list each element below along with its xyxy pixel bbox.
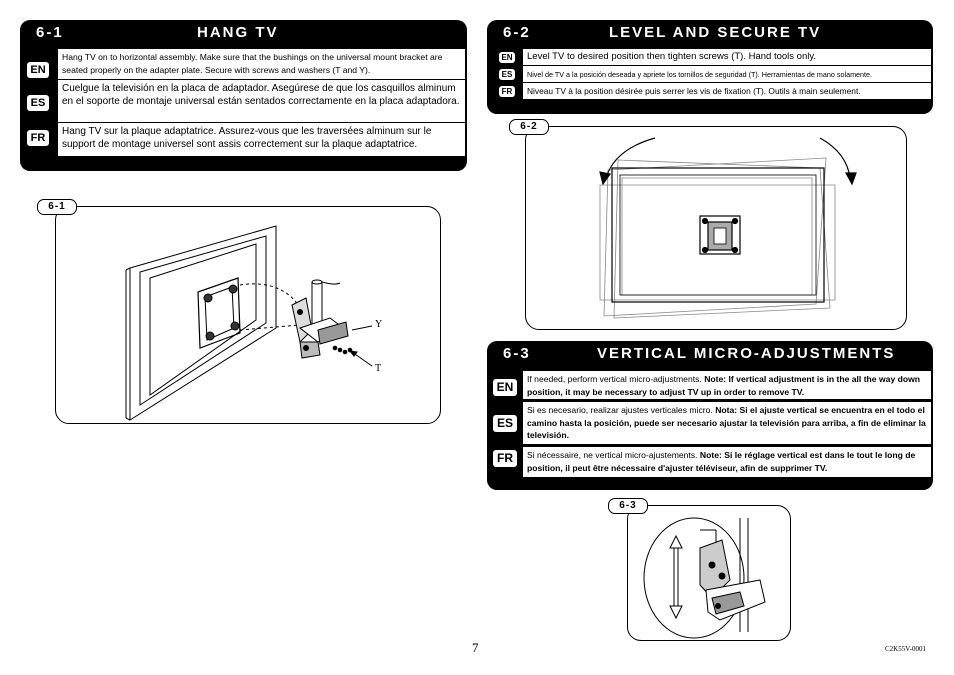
section-number: 6-3 (503, 345, 531, 362)
instruction-lead: If needed, perform vertical micro-adjust… (527, 374, 705, 384)
instruction-text-fr: Niveau TV à la position désirée puis ser… (527, 86, 861, 96)
instruction-row-en (523, 371, 931, 399)
section-6-2-header: 6-2 LEVEL AND SECURE TV (487, 20, 933, 46)
instruction-note: Note: Si le réglage vertical est dans le… (527, 450, 916, 473)
lang-badge-es: ES (499, 69, 515, 80)
lang-badge-es: ES (493, 415, 517, 432)
instruction-row-en (523, 49, 931, 65)
instruction-row-fr (523, 447, 931, 477)
instruction-text-en: If needed, perform vertical micro-adjust… (527, 373, 927, 398)
figure-6-3-frame (627, 505, 791, 641)
lang-badge-fr: FR (499, 86, 515, 97)
lang-badge-en: EN (499, 52, 515, 63)
instruction-row-en (58, 49, 465, 79)
document-code: C2K55V-0001 (885, 645, 926, 653)
instruction-lead: Si es necesario, realizar ajustes vertic… (527, 405, 716, 415)
section-6-2-panel: 6-2 LEVEL AND SECURE TV EN ES FR Level T… (487, 20, 933, 114)
section-6-1-header: 6-1 HANG TV (20, 20, 467, 46)
section-6-3-header: 6-3 VERTICAL MICRO-ADJUSTMENTS (487, 341, 933, 367)
instruction-text-es: Cuelgue la televisión en la placa de ada… (62, 83, 460, 107)
lang-badge-en: EN (27, 62, 49, 78)
instruction-text-es: Si es necesario, realizar ajustes vertic… (527, 404, 927, 442)
section-6-3-panel: 6-3 VERTICAL MICRO-ADJUSTMENTS EN ES FR … (487, 341, 933, 490)
figure-6-3-label: 6-3 (608, 498, 648, 514)
section-title: VERTICAL MICRO-ADJUSTMENTS (597, 345, 896, 362)
section-number: 6-1 (36, 24, 64, 41)
lang-badge-en: EN (493, 379, 517, 396)
instruction-text-en: Level TV to desired position then tighte… (527, 51, 817, 62)
figure-6-2-frame (525, 126, 907, 330)
section-title: LEVEL AND SECURE TV (609, 24, 822, 41)
lang-badge-es: ES (27, 95, 49, 111)
instruction-note: Nota: Si el ajuste vertical se encuentra… (527, 405, 926, 440)
lang-badge-fr: FR (27, 130, 49, 146)
section-6-1-panel: 6-1 HANG TV EN ES FR Hang TV on to horiz… (20, 20, 467, 171)
section-title: HANG TV (197, 24, 279, 41)
lang-badge-fr: FR (493, 450, 517, 467)
instruction-note: Note: If vertical adjustment is in the a… (527, 374, 921, 397)
instruction-text-en: Hang TV on to horizontal assembly. Make … (62, 52, 443, 75)
callout-y-label: Y (375, 319, 383, 330)
instruction-text-fr: Si nécessaire, ne vertical micro-ajustem… (527, 449, 927, 474)
instruction-row-es (58, 80, 465, 122)
instruction-row-fr (58, 123, 465, 156)
instruction-lead: Si nécessaire, ne vertical micro-ajustem… (527, 450, 700, 460)
figure-6-1-label: 6-1 (37, 199, 77, 215)
instruction-row-es (523, 66, 931, 82)
callout-t-label: T (375, 363, 382, 374)
instruction-text-fr: Hang TV sur la plaque adaptatrice. Assur… (62, 126, 432, 150)
figure-6-1-frame (55, 206, 441, 424)
instruction-row-fr (523, 83, 931, 99)
instruction-row-es (523, 402, 931, 444)
page-number: 7 (472, 640, 479, 655)
instruction-text-es: Nivel de TV a la posición deseada y apri… (527, 70, 873, 79)
section-number: 6-2 (503, 24, 531, 41)
figure-6-2-label: 6-2 (509, 119, 549, 135)
